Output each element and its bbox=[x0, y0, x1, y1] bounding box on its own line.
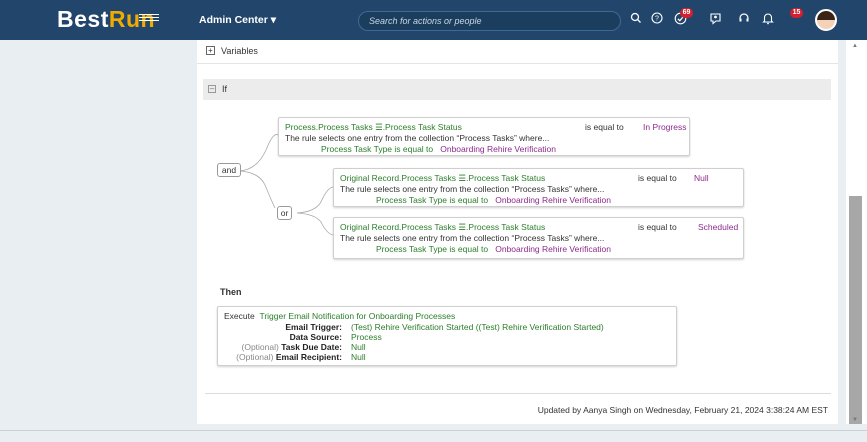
notification-badge: 15 bbox=[790, 8, 803, 18]
admin-center-menu[interactable]: Admin Center ▾ bbox=[199, 14, 277, 26]
divider bbox=[205, 393, 831, 394]
condition-description: The rule selects one entry from the coll… bbox=[340, 184, 605, 194]
updated-by-text: Updated by Aanya Singh on Wednesday, Feb… bbox=[537, 405, 828, 415]
logo-lines-graphic bbox=[139, 14, 159, 24]
condition-operator[interactable]: is equal to bbox=[638, 222, 677, 232]
scroll-up-arrow-icon[interactable]: ▲ bbox=[852, 43, 858, 49]
param-key: (Optional) Email Recipient: bbox=[236, 352, 342, 362]
condition-block[interactable]: Original Record.Process Tasks ☰.Process … bbox=[333, 217, 744, 259]
svg-text:?: ? bbox=[655, 16, 659, 23]
vertical-scrollbar[interactable]: ▲ ▼ bbox=[846, 40, 867, 424]
condition-description: The rule selects one entry from the coll… bbox=[285, 133, 550, 143]
or-operator-chip[interactable]: or bbox=[277, 206, 292, 220]
contacts-icon[interactable] bbox=[708, 12, 722, 26]
rule-tree-connectors bbox=[238, 134, 334, 236]
logo-text-accent: Run bbox=[108, 6, 156, 32]
and-operator-chip[interactable]: and bbox=[217, 163, 241, 177]
param-value[interactable]: Process bbox=[351, 332, 382, 342]
expand-icon[interactable]: + bbox=[206, 46, 215, 55]
execute-line[interactable]: Execute Trigger Email Notification for O… bbox=[224, 311, 455, 321]
bestrun-logo[interactable]: BestRun bbox=[57, 6, 155, 33]
rule-panel: + Variables – If and or Process.Process … bbox=[197, 40, 838, 424]
bell-icon[interactable] bbox=[761, 12, 775, 26]
scrollbar-thumb[interactable] bbox=[849, 196, 862, 424]
bottom-divider bbox=[0, 430, 867, 431]
condition-operator[interactable]: is equal to bbox=[638, 173, 677, 183]
condition-block[interactable]: Original Record.Process Tasks ☰.Process … bbox=[333, 168, 744, 207]
condition-filter: Process Task Type is equal to Onboarding… bbox=[376, 195, 611, 205]
param-value[interactable]: Null bbox=[351, 352, 366, 362]
logo-text-main: Best bbox=[57, 6, 109, 32]
help-icon[interactable]: ? bbox=[650, 12, 664, 26]
condition-filter: Process Task Type is equal to Onboarding… bbox=[376, 244, 611, 254]
scroll-down-arrow-icon[interactable]: ▼ bbox=[852, 417, 858, 423]
todo-badge: 69 bbox=[680, 8, 693, 18]
search-input[interactable]: Search for actions or people bbox=[358, 11, 621, 31]
condition-value[interactable]: In Progress bbox=[643, 122, 687, 132]
collapse-icon[interactable]: – bbox=[208, 84, 216, 93]
condition-value[interactable]: Scheduled bbox=[698, 222, 739, 232]
if-label: If bbox=[222, 84, 228, 94]
condition-field[interactable]: Process.Process Tasks ☰.Process Task Sta… bbox=[285, 122, 462, 132]
condition-block[interactable]: Process.Process Tasks ☰.Process Task Sta… bbox=[278, 117, 690, 156]
condition-field[interactable]: Original Record.Process Tasks ☰.Process … bbox=[340, 222, 546, 232]
top-header: BestRun Admin Center ▾ Search for action… bbox=[0, 0, 867, 40]
param-key: Email Trigger: bbox=[285, 322, 342, 332]
condition-description: The rule selects one entry from the coll… bbox=[340, 233, 605, 243]
headset-icon[interactable] bbox=[737, 12, 751, 26]
if-section-header[interactable]: – If bbox=[203, 79, 831, 100]
param-value[interactable]: (Test) Rehire Verification Started ((Tes… bbox=[351, 322, 604, 332]
variables-section[interactable]: + Variables bbox=[197, 40, 838, 64]
search-placeholder: Search for actions or people bbox=[369, 16, 482, 26]
then-label: Then bbox=[220, 287, 242, 297]
condition-operator[interactable]: is equal to bbox=[585, 122, 624, 132]
condition-value[interactable]: Null bbox=[694, 173, 709, 183]
search-icon[interactable] bbox=[629, 12, 643, 26]
execute-label: Execute bbox=[224, 311, 255, 321]
variables-label: Variables bbox=[221, 46, 258, 56]
param-value[interactable]: Null bbox=[351, 342, 366, 352]
execute-action[interactable]: Trigger Email Notification for Onboardin… bbox=[259, 311, 456, 321]
param-key: Data Source: bbox=[289, 332, 342, 342]
condition-field[interactable]: Original Record.Process Tasks ☰.Process … bbox=[340, 173, 546, 183]
user-avatar[interactable] bbox=[815, 9, 837, 31]
param-key: (Optional) Task Due Date: bbox=[241, 342, 342, 352]
condition-filter: Process Task Type is equal to Onboarding… bbox=[321, 144, 556, 154]
execute-action-block[interactable]: Execute Trigger Email Notification for O… bbox=[217, 306, 677, 366]
